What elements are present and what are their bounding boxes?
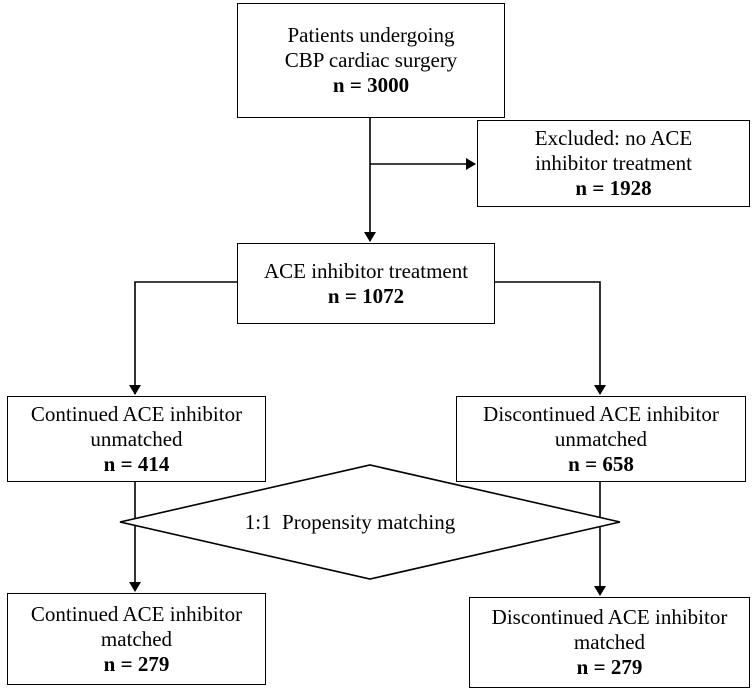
start-box: Patients undergoing CBP cardiac surgery … <box>237 3 505 118</box>
connector-ace-to-continued <box>129 281 237 395</box>
matching-label: 1:1 Propensity matching <box>244 510 456 534</box>
excluded-box: Excluded: no ACE inhibitor treatment n =… <box>477 120 750 207</box>
start-line-2: CBP cardiac surgery <box>284 48 458 72</box>
excluded-line-1: Excluded: no ACE <box>534 126 693 150</box>
connector-ace-to-discontinued <box>495 281 606 395</box>
continued-unmatched-count: n = 414 <box>103 451 170 476</box>
continued-matched-box: Continued ACE inhibitor matched n = 279 <box>7 593 266 685</box>
start-count: n = 3000 <box>332 73 410 97</box>
matching-diamond <box>119 464 621 580</box>
discontinued-matched-line-1: Discontinued ACE inhibitor <box>491 605 728 629</box>
ace-treatment-count: n = 1072 <box>327 283 405 308</box>
discontinued-matched-box: Discontinued ACE inhibitor matched n = 2… <box>469 597 750 688</box>
continued-unmatched-line-2: unmatched <box>90 426 183 451</box>
discontinued-unmatched-count: n = 658 <box>568 451 634 476</box>
continued-matched-line-2: matched <box>100 626 173 651</box>
ace-treatment-box: ACE inhibitor treatment n = 1072 <box>237 243 495 324</box>
continued-matched-line-1: Continued ACE inhibitor <box>30 601 243 626</box>
discontinued-matched-count: n = 279 <box>576 655 643 679</box>
excluded-line-2: inhibitor treatment <box>535 151 692 175</box>
discontinued-unmatched-line-1: Discontinued ACE inhibitor <box>483 401 719 426</box>
continued-unmatched-line-1: Continued ACE inhibitor <box>30 401 243 426</box>
discontinued-unmatched-line-2: unmatched <box>554 426 648 451</box>
continued-unmatched-box: Continued ACE inhibitor unmatched n = 41… <box>7 396 266 482</box>
continued-matched-count: n = 279 <box>103 651 170 676</box>
ace-treatment-line-1: ACE inhibitor treatment <box>263 258 469 283</box>
excluded-count: n = 1928 <box>575 176 652 200</box>
discontinued-unmatched-box: Discontinued ACE inhibitor unmatched n =… <box>456 396 746 482</box>
start-line-1: Patients undergoing <box>287 23 455 47</box>
discontinued-matched-line-2: matched <box>573 630 646 654</box>
